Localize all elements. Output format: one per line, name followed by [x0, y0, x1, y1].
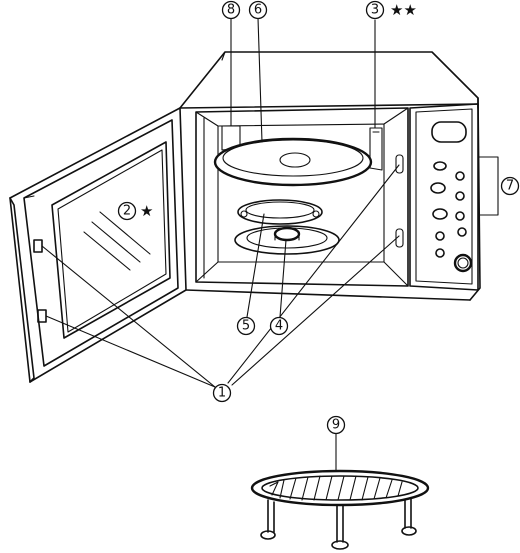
glass-tray: [213, 137, 373, 187]
control-panel: [409, 103, 499, 291]
callout-2-label: 2: [123, 204, 131, 219]
callout-1-label: 1: [218, 386, 226, 401]
callout-5: 5: [236, 316, 256, 336]
callout-2: 2 ★: [117, 201, 153, 221]
callout-4: 4: [269, 316, 289, 336]
callout-6: 6: [248, 0, 268, 20]
callout-4-label: 4: [275, 319, 283, 334]
wire-rack: [250, 469, 430, 550]
oven-door: [9, 107, 187, 383]
leader-lines: [41, 17, 400, 471]
door-glass-star: ★: [140, 202, 153, 220]
callout-7-label: 7: [506, 179, 514, 194]
coupler: [234, 225, 340, 255]
callout-9: 9: [326, 415, 346, 435]
callout-9-label: 9: [332, 418, 340, 433]
roller-ring: [237, 199, 323, 225]
callout-7: 7: [500, 176, 520, 196]
callout-3-label: 3: [371, 3, 379, 18]
callout-6-label: 6: [254, 3, 262, 18]
oven-cavity: [195, 107, 409, 287]
callout-8-label: 8: [227, 3, 235, 18]
side-plate: [369, 127, 383, 171]
callout-5-label: 5: [242, 319, 250, 334]
top-right-stars: ★★: [390, 1, 417, 19]
callout-3: 3 ★★: [365, 0, 417, 20]
callout-1: 1: [212, 383, 232, 403]
callout-8: 8: [221, 0, 241, 20]
